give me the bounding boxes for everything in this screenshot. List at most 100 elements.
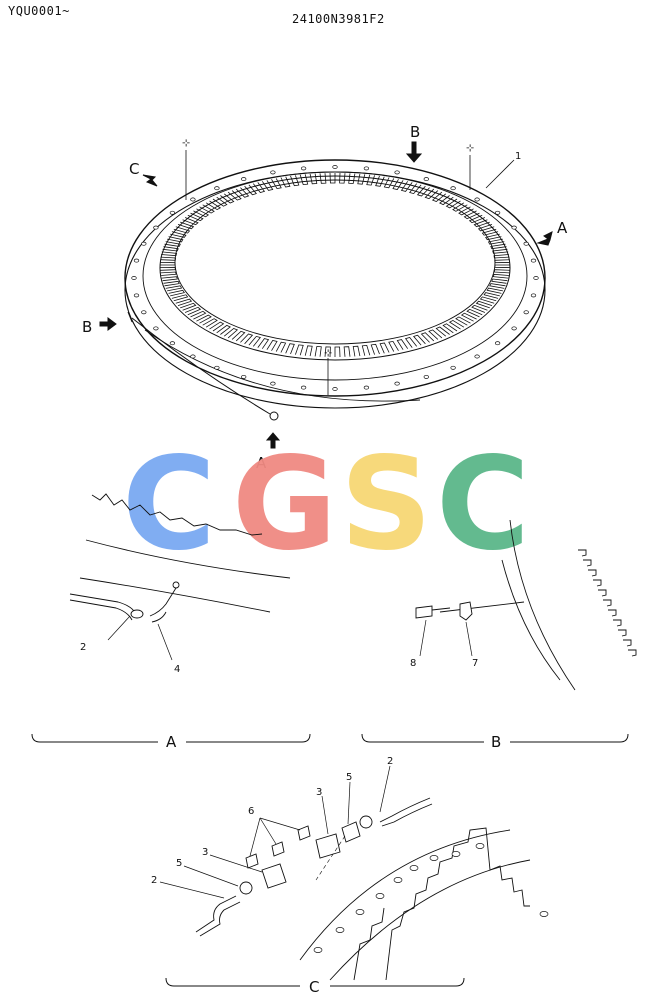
gear-tooth [304, 345, 313, 357]
gear-tooth [170, 231, 187, 238]
gear-tooth [455, 316, 471, 326]
bolt-hole [133, 258, 140, 263]
bolt-hole [169, 210, 176, 215]
gear-tooth [603, 599, 612, 607]
bolt-hole [153, 225, 159, 230]
gear-tooth [431, 191, 447, 202]
gear-tooth [494, 264, 510, 268]
bolt-hole [530, 258, 537, 263]
view-arrow-label-a-right: A [557, 219, 568, 237]
gear-tooth [370, 343, 380, 355]
bolt-hole [409, 865, 419, 871]
gear-tooth [613, 619, 622, 627]
view-arrow-label-b-top: B [410, 123, 420, 141]
detail-b-label: B [491, 733, 501, 751]
gear-tooth [161, 276, 178, 282]
gear-tooth [468, 214, 486, 224]
gear-tooth [463, 210, 480, 220]
gear-tooth [483, 292, 500, 299]
gear-tooth [460, 312, 477, 322]
gear-tooth [205, 200, 222, 211]
gear-tooth [628, 649, 637, 657]
cgsc-watermark: C G S C [122, 430, 530, 579]
gear-tooth [160, 266, 176, 271]
bolt-hole [270, 170, 276, 175]
gear-tooth [314, 346, 322, 357]
bolt-hole [300, 385, 307, 390]
gear-tooth [168, 289, 185, 297]
gear-tooth [216, 324, 231, 335]
gear-tooth [223, 328, 239, 339]
gear-tooth [285, 343, 295, 355]
gear-tooth [435, 326, 450, 337]
gear-tooth [299, 174, 309, 186]
view-arrow-label-c: C [129, 160, 139, 178]
gear-tooth [409, 183, 422, 195]
gear-tooth [473, 219, 490, 228]
gear-tooth [171, 294, 189, 302]
gear-tooth [479, 296, 497, 304]
bolt-hole [393, 877, 403, 883]
gear-tooth [160, 262, 176, 266]
part-number-4: 4 [174, 664, 180, 675]
gear-tooth [400, 181, 413, 192]
gear-tooth [266, 340, 278, 351]
gear-tooth [319, 173, 327, 184]
gear-tooth [248, 335, 261, 347]
bolt-hole [423, 177, 429, 182]
gear-tooth [485, 233, 502, 241]
ring-gear-teeth [160, 172, 510, 358]
view-arrows [99, 141, 553, 449]
bolt-hole [313, 947, 323, 953]
gear-tooth [290, 175, 300, 187]
svg-text:⊹: ⊹ [466, 143, 474, 154]
gear-tooth [164, 241, 181, 247]
gear-tooth [428, 329, 443, 340]
bolt-hole [300, 166, 307, 171]
gear-tooth [161, 251, 178, 257]
gear-tooth [366, 174, 375, 186]
gear-tooth [220, 193, 235, 204]
gear-tooth [231, 330, 246, 342]
bolt-hole [474, 354, 480, 359]
gear-tooth [492, 273, 509, 279]
gear-tooth [324, 346, 331, 358]
bolt-hole [214, 365, 220, 370]
gear-tooth [209, 321, 225, 332]
gear-tooth [383, 177, 395, 189]
detail-c-bolt-holes [313, 843, 549, 953]
bolt-hole [190, 197, 196, 202]
bolt-hole [539, 911, 549, 917]
detail-a-bracket [31, 733, 311, 743]
gear-tooth [348, 173, 356, 184]
gear-tooth [413, 334, 426, 346]
bolt-hole [450, 186, 456, 191]
gear-tooth [244, 184, 257, 196]
bolt-hole [533, 276, 539, 280]
part-number-1: 1 [515, 151, 521, 162]
gear-tooth [163, 280, 180, 287]
gear-tooth [361, 344, 371, 356]
bolt-hole [394, 381, 400, 386]
gear-tooth [448, 319, 465, 330]
bolt-hole [494, 341, 501, 346]
gear-tooth [180, 302, 197, 311]
part-number-6: 6 [248, 806, 254, 817]
gear-tooth [329, 172, 336, 184]
gear-tooth [493, 254, 510, 259]
gear-tooth [404, 337, 418, 348]
gear-tooth [275, 341, 287, 353]
gear-tooth [165, 285, 183, 292]
part-number-5-top: 5 [346, 772, 352, 783]
gear-tooth [593, 579, 602, 587]
drawing-part-number: 24100N3981F2 [292, 12, 385, 26]
gear-tooth [160, 256, 177, 261]
gear-tooth [588, 569, 597, 577]
bolt-hole [190, 354, 196, 359]
bolt-hole [131, 276, 137, 280]
gear-tooth [160, 271, 177, 276]
bolt-hole [153, 326, 159, 331]
gear-tooth [184, 306, 202, 316]
gear-tooth [487, 238, 505, 245]
bolt-hole [423, 374, 429, 379]
